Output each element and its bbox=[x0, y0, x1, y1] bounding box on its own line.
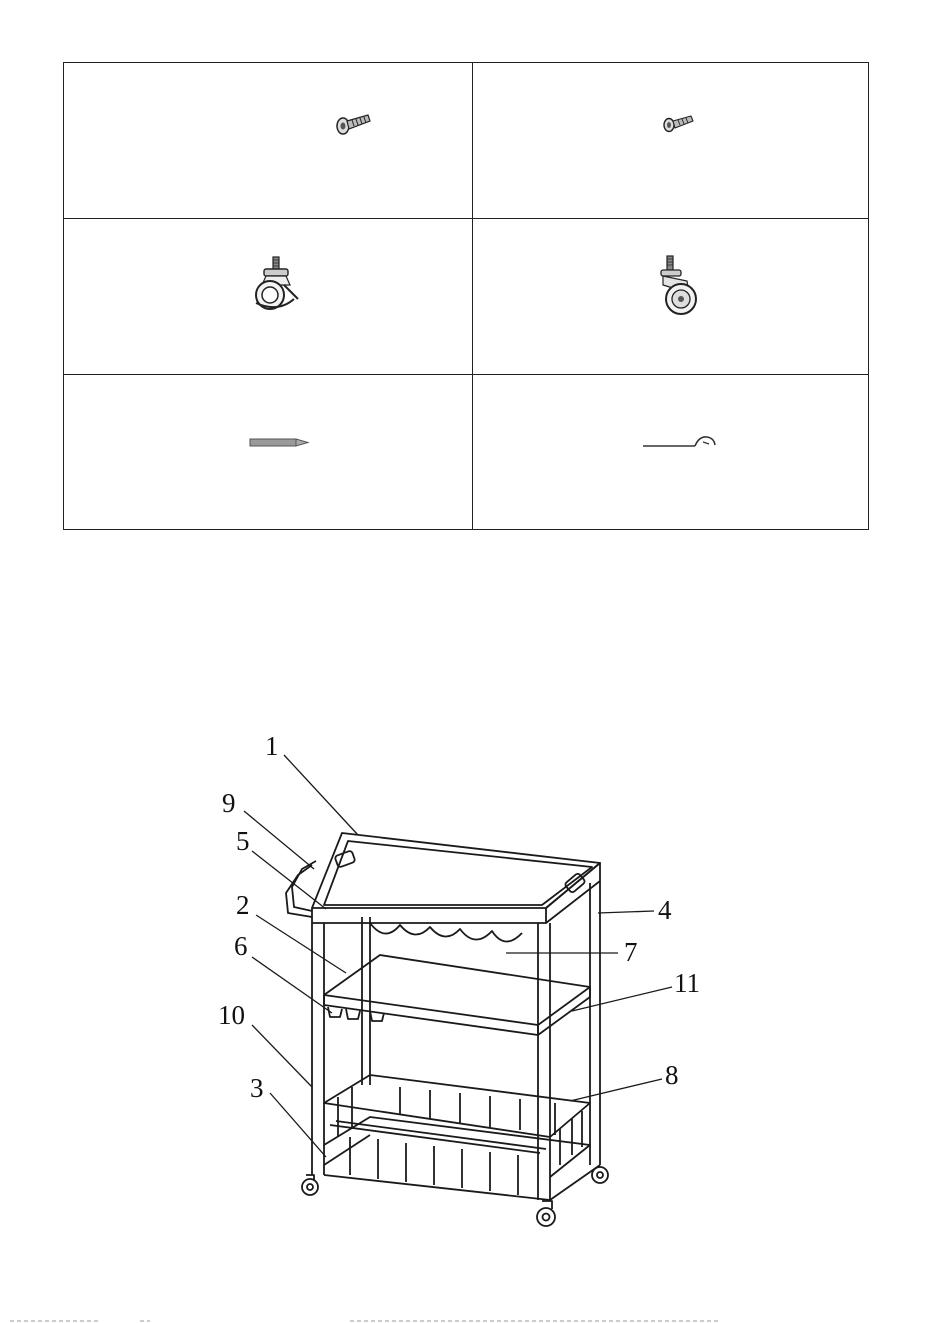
page-edge-artifact bbox=[0, 1316, 932, 1323]
wrench-icon bbox=[641, 431, 717, 451]
callout-label: 3 bbox=[250, 1075, 264, 1102]
parts-cell-small-screw bbox=[473, 63, 868, 219]
parts-cell-wrench bbox=[473, 375, 868, 529]
callout-label: 1 bbox=[265, 733, 279, 760]
assembly-diagram: 1 9 5 2 6 10 3 4 7 11 8 bbox=[200, 725, 720, 1235]
allen-key-icon bbox=[248, 435, 312, 451]
locking-caster-wheel-icon bbox=[248, 255, 304, 315]
callout-label: 4 bbox=[658, 897, 672, 924]
parts-cell-allen-key bbox=[64, 375, 473, 529]
callout-label: 9 bbox=[222, 790, 236, 817]
parts-table bbox=[63, 62, 869, 530]
callout-label: 2 bbox=[236, 892, 250, 919]
parts-cell-caster bbox=[473, 219, 868, 375]
bar-cart-drawing bbox=[200, 725, 720, 1235]
parts-cell-locking-caster bbox=[64, 219, 473, 375]
caster-wheel-icon bbox=[653, 253, 703, 319]
callout-label: 8 bbox=[665, 1062, 679, 1089]
callout-label: 7 bbox=[624, 939, 638, 966]
large-screw-icon bbox=[334, 109, 374, 139]
callout-label: 10 bbox=[218, 1002, 245, 1029]
callout-label: 11 bbox=[674, 970, 700, 997]
callout-label: 5 bbox=[236, 828, 250, 855]
small-screw-icon bbox=[661, 110, 697, 136]
parts-cell-large-screw bbox=[64, 63, 473, 219]
callout-label: 6 bbox=[234, 933, 248, 960]
